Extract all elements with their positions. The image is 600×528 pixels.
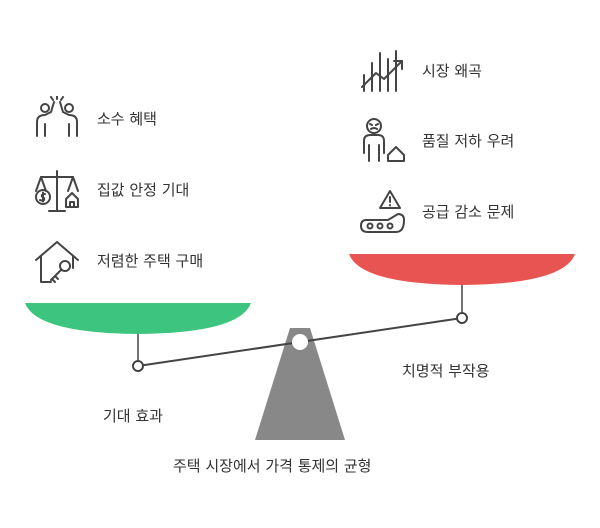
high-five-people-icon bbox=[36, 96, 78, 137]
warning-conveyor-icon bbox=[360, 190, 405, 233]
left-joint bbox=[132, 360, 144, 372]
right-item-1-label: 시장 왜곡 bbox=[422, 62, 482, 80]
left-pan bbox=[25, 303, 251, 334]
house-key-icon bbox=[35, 241, 79, 283]
left-item-3-label: 저렴한 주택 구매 bbox=[97, 252, 204, 270]
left-item-1-label: 소수 혜택 bbox=[97, 110, 157, 128]
right-item-3-label: 공급 감소 문제 bbox=[422, 203, 515, 221]
right-joint bbox=[456, 312, 468, 324]
right-side-label: 치명적 부작용 bbox=[402, 362, 490, 380]
left-item-2-label: 집값 안정 기대 bbox=[97, 181, 190, 199]
scale-pillar bbox=[255, 328, 345, 440]
right-item-2-label: 품질 저하 우려 bbox=[422, 132, 515, 150]
right-pan bbox=[349, 254, 575, 285]
balance-scale-house-icon bbox=[35, 170, 79, 212]
worried-person-house-icon bbox=[363, 118, 405, 162]
chart-growth-arrow-icon bbox=[361, 50, 403, 92]
left-side-label: 기대 효과 bbox=[103, 407, 163, 425]
pivot-dot bbox=[292, 334, 308, 350]
diagram-title: 주택 시장에서 가격 통제의 균형 bbox=[173, 457, 372, 475]
